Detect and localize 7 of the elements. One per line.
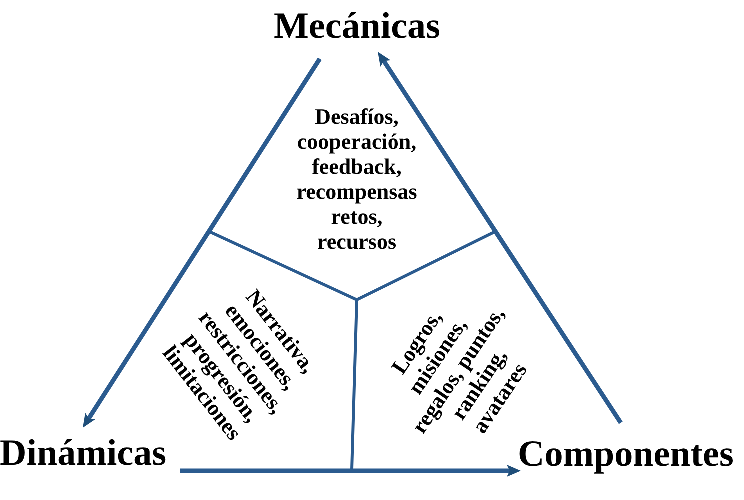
vertex-label: Dinámicas [0, 435, 166, 472]
item-list: Desafíos, cooperación, feedback, recompensas retos, recursos [296, 104, 418, 254]
arrow [83, 58, 322, 428]
vertex-label: Componentes [518, 436, 734, 473]
arrow [180, 465, 521, 477]
arrow [378, 52, 623, 424]
vertex-label: Mecánicas [274, 8, 440, 45]
